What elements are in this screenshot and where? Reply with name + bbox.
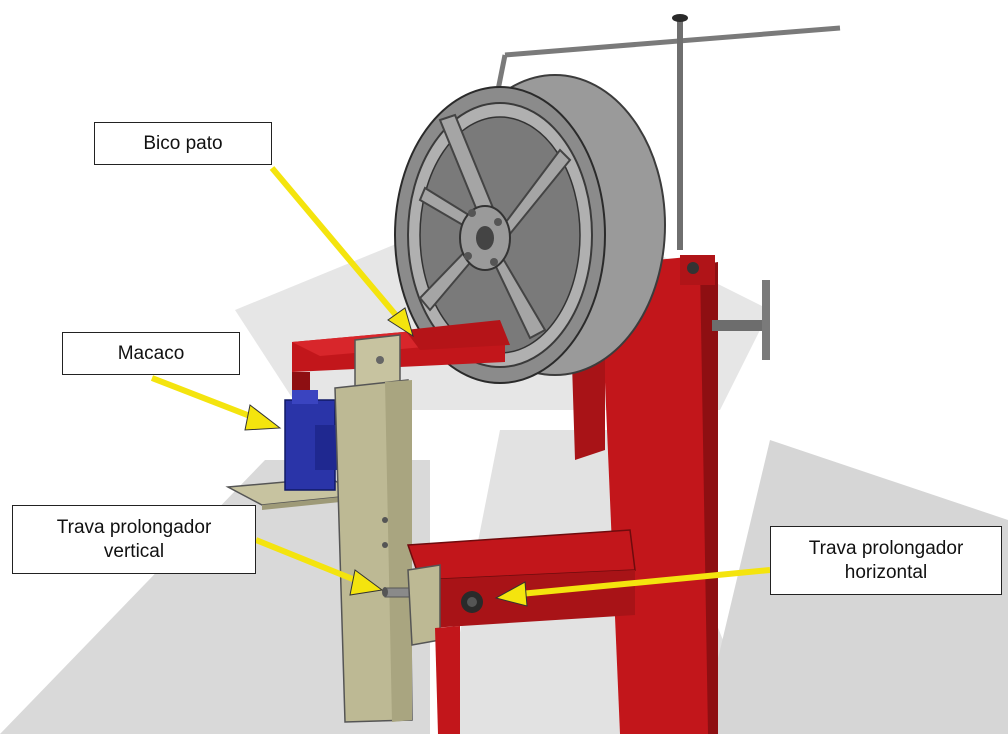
side-handle (712, 280, 770, 360)
hydraulic-jack (284, 390, 340, 491)
label-trava-vertical-line1: Trava prolongador (56, 516, 212, 538)
label-macaco-text: Macaco (117, 342, 185, 364)
vertical-post (334, 334, 413, 723)
arrow-trava-horizontal (494, 567, 771, 607)
label-trava-horizontal-line1: Trava prolongador (808, 537, 964, 559)
label-bico-pato: Bico pato (94, 122, 272, 165)
horizontal-extender (406, 529, 636, 734)
arrow-bico-pato (269, 166, 414, 338)
annotation-arrows (150, 166, 771, 607)
arrow-trava-vertical (254, 537, 384, 596)
wheel (394, 74, 666, 384)
label-trava-vertical: Trava prolongador vertical (12, 505, 256, 574)
label-macaco: Macaco (62, 332, 240, 375)
bg-shape-left (0, 460, 430, 734)
label-bico-pato-text: Bico pato (143, 132, 223, 154)
label-trava-horizontal-line2: horizontal (844, 561, 928, 583)
label-trava-horizontal: Trava prolongador horizontal (770, 526, 1002, 595)
arrow-macaco (150, 375, 282, 431)
label-trava-vertical-line2: vertical (103, 540, 165, 562)
